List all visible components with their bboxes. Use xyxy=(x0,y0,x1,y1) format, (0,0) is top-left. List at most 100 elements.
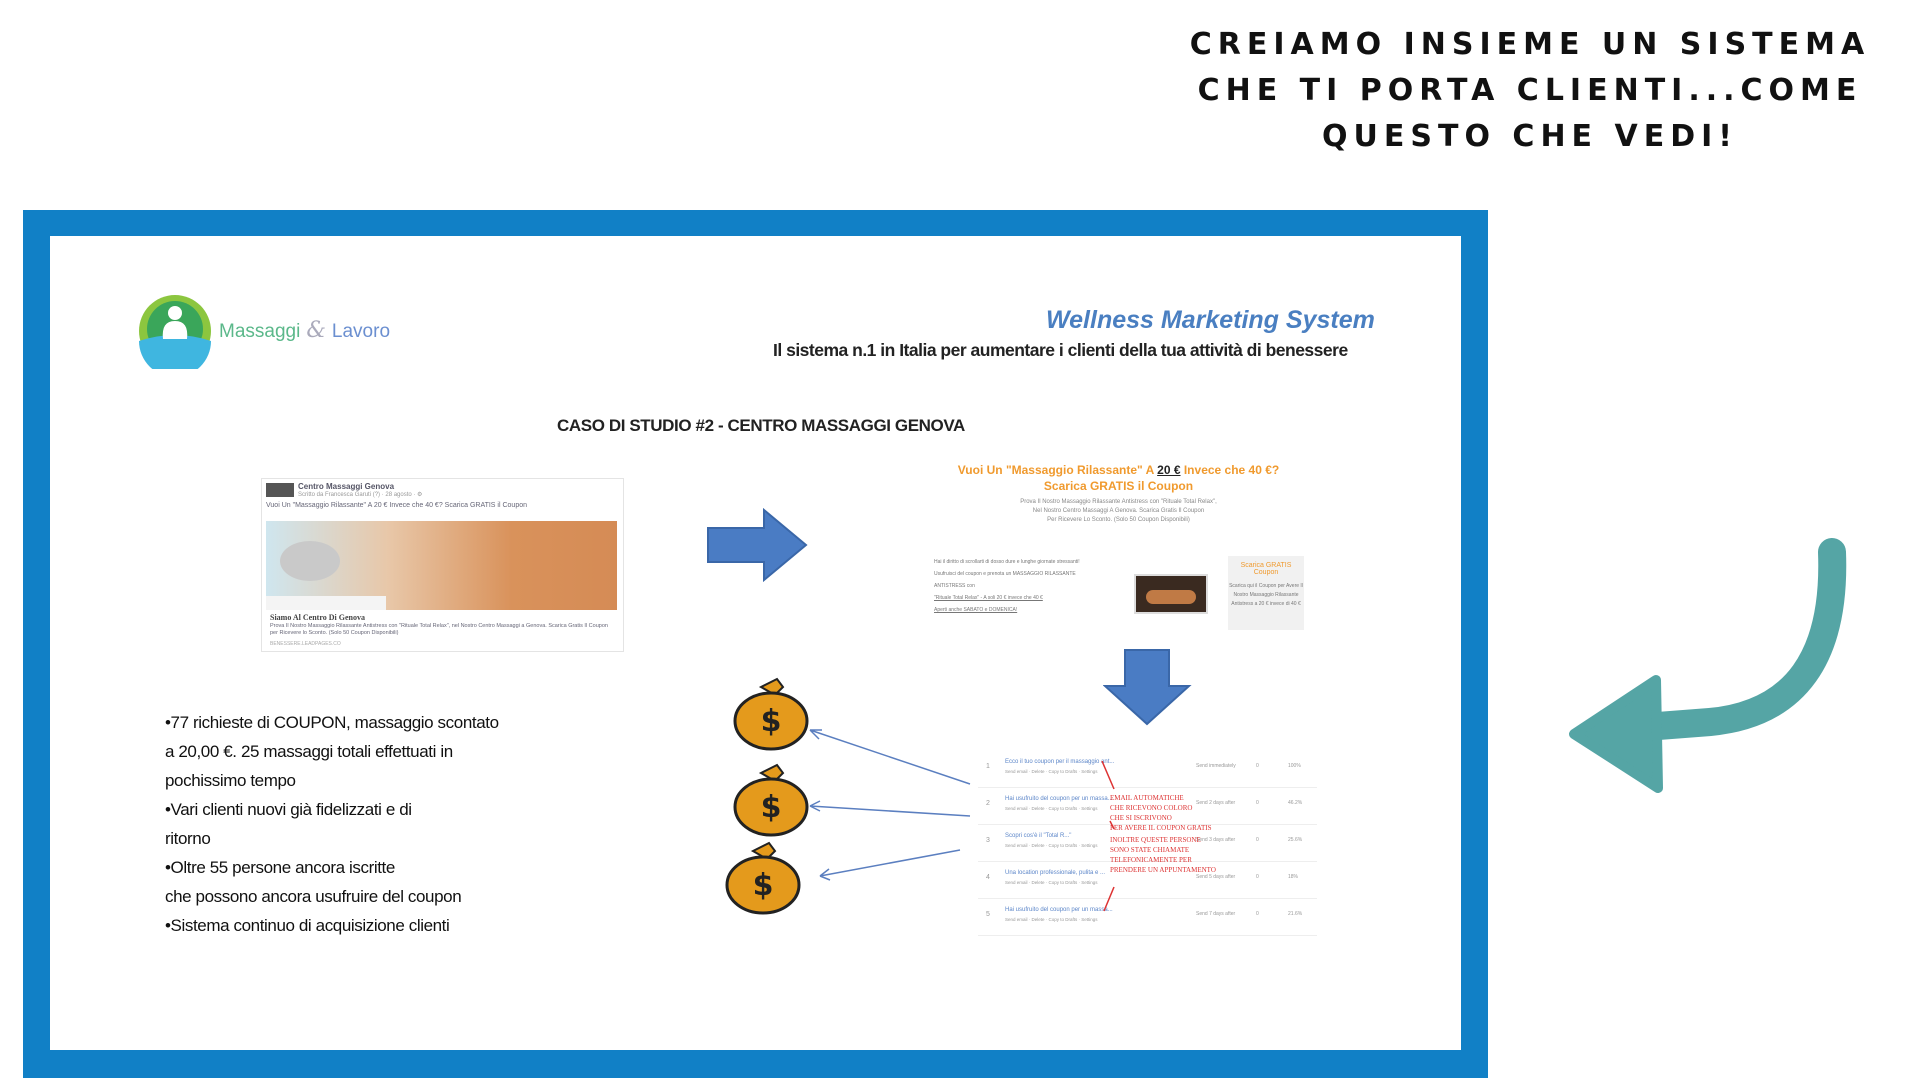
results-line: •Vari clienti nuovi già fidelizzati e di xyxy=(165,800,412,819)
headline-line: CREIAMO INSIEME UN SISTEMA xyxy=(1189,27,1871,62)
down-arrow-icon xyxy=(1103,649,1192,726)
coupon-body-line: Usufruisci del coupon e prenota un MASSA… xyxy=(934,571,1076,577)
money-bag-icon: $ xyxy=(733,763,809,837)
email-row-rate: 100% xyxy=(1288,763,1301,769)
link-description: Prova Il Nostro Massaggio Rilassante Ant… xyxy=(270,623,608,636)
headline-line: CHE TI PORTA CLIENTI...COME xyxy=(1197,73,1863,108)
email-row-number: 2 xyxy=(986,800,990,807)
email-row-title[interactable]: Una location professionale, pulita e ... xyxy=(1005,870,1106,876)
brand-subtitle: Il sistema n.1 in Italia per aumentare i… xyxy=(773,340,1348,360)
results-line: pochissimo tempo xyxy=(165,771,296,790)
coupon-desc-line: Prova Il Nostro Massaggio Rilassante Ant… xyxy=(1020,499,1217,505)
email-row-count: 0 xyxy=(1256,800,1259,806)
annotation-line: CHE RICEVONO COLORO xyxy=(1110,804,1193,812)
money-bag-symbol: $ xyxy=(753,868,774,903)
email-row-rate: 21.6% xyxy=(1288,911,1303,917)
annotation-line: CHE SI ISCRIVONO xyxy=(1110,814,1172,822)
coupon-desc-line: Nel Nostro Centro Massaggi A Genova. Sca… xyxy=(1032,508,1205,514)
coupon-description: Prova Il Nostro Massaggio Rilassante Ant… xyxy=(932,498,1305,525)
email-row-actions: Send email · Delete · Copy to Drafts · S… xyxy=(1005,880,1098,885)
email-row: 3 Scopri cos'è il "Total R..." Send emai… xyxy=(978,825,1317,862)
coupon-download-box: Scarica GRATIS Coupon Scarica qui il Cou… xyxy=(1228,556,1304,630)
post-text: Vuoi Un "Massaggio Rilassante" A 20 € In… xyxy=(266,502,527,509)
email-row-title[interactable]: Hai usufruito del coupon per un massa... xyxy=(1005,907,1113,913)
massaggi-lavoro-logo-icon xyxy=(139,295,211,369)
annotation-line: INOLTRE QUESTE PERSONE xyxy=(1110,836,1201,844)
annotation-line: TELEFONICAMENTE PER xyxy=(1110,856,1192,864)
email-row-actions: Send email · Delete · Copy to Drafts · S… xyxy=(1005,806,1098,811)
email-row-title[interactable]: Scopri cos'è il "Total R..." xyxy=(1005,833,1072,839)
coupon-landing-page: Vuoi Un "Massaggio Rilassante" A 20 € In… xyxy=(932,462,1305,630)
money-bag-icon: $ xyxy=(725,841,801,915)
pointer-arrows xyxy=(809,729,971,881)
email-row-schedule: Send immediately xyxy=(1196,763,1236,769)
headline: CREIAMO INSIEME UN SISTEMA CHE TI PORTA … xyxy=(1140,22,1920,160)
coupon-body-line: Hai il diritto di scrollarti di dosso du… xyxy=(934,559,1080,565)
coupon-title-part: Vuoi Un "Massaggio Rilassante" A xyxy=(957,463,1158,477)
email-row-number: 4 xyxy=(986,874,990,881)
annotation-line: PRENDERE UN APPUNTAMENTO xyxy=(1110,866,1216,874)
email-annotation: EMAIL AUTOMATICHE CHE RICEVONO COLORO CH… xyxy=(1110,793,1216,875)
email-row-rate: 46.2% xyxy=(1288,800,1303,806)
email-row-actions: Send email · Delete · Copy to Drafts · S… xyxy=(1005,843,1098,848)
coupon-photo xyxy=(1134,574,1208,614)
money-bag-symbol: $ xyxy=(761,790,782,825)
money-bag-icon: $ xyxy=(733,677,809,751)
results-line: ritorno xyxy=(165,829,211,848)
email-row-count: 0 xyxy=(1256,837,1259,843)
results-line: •Sistema continuo di acquisizione client… xyxy=(165,916,450,935)
curved-arrow-icon xyxy=(1569,538,1847,793)
email-row-actions: Send email · Delete · Copy to Drafts · S… xyxy=(1005,917,1098,922)
email-row-actions: Send email · Delete · Copy to Drafts · S… xyxy=(1005,769,1098,774)
coupon-body: Hai il diritto di scrollarti di dosso du… xyxy=(934,556,1080,616)
post-meta: Scritto da Francesca Garuti (?) · 28 ago… xyxy=(298,492,423,498)
page-avatar xyxy=(266,483,294,497)
results-list: •77 richieste di COUPON, massaggio scont… xyxy=(165,708,499,940)
coupon-box-text: Scarica qui il Coupon per Avere Il Nostr… xyxy=(1229,583,1303,607)
annotation-line: PER AVERE IL COUPON GRATIS xyxy=(1110,824,1212,832)
red-annotation-arrows xyxy=(1101,760,1115,912)
email-row-schedule: Send 2 days after xyxy=(1196,800,1236,806)
email-row: 2 Hai usufruito del coupon per un massa.… xyxy=(978,788,1317,825)
money-bag-symbol: $ xyxy=(761,704,782,739)
email-row-number: 3 xyxy=(986,837,990,844)
facebook-post: Centro Massaggi Genova Scritto da France… xyxy=(261,478,624,652)
money-bags: $ $ $ xyxy=(725,677,809,915)
email-row: 4 Una location professionale, pulita e .… xyxy=(978,862,1317,899)
email-row-number: 5 xyxy=(986,911,990,918)
results-line: a 20,00 €. 25 massaggi totali effettuati… xyxy=(165,742,453,761)
logo-text: Massaggi&Lavoro xyxy=(219,318,390,343)
case-study-title: CASO DI STUDIO #2 - CENTRO MASSAGGI GENO… xyxy=(557,416,965,435)
coupon-body-line: ANTISTRESS con xyxy=(934,583,975,589)
coupon-body-line: Aperti anche SABATO e DOMENICA! xyxy=(934,607,1018,613)
link-domain: BENESSERE.LEADPAGES.CO xyxy=(270,641,341,647)
annotation-line: EMAIL AUTOMATICHE xyxy=(1110,794,1184,802)
email-autoresponder-table: 1 Ecco il tuo coupon per il massaggio an… xyxy=(978,751,1317,936)
results-line: •Oltre 55 persone ancora iscritte xyxy=(165,858,395,877)
coupon-box-title: Scarica GRATIS Coupon xyxy=(1240,562,1292,576)
email-row-title[interactable]: Ecco il tuo coupon per il massaggio ant.… xyxy=(1005,759,1115,765)
email-row-schedule: Send 5 days after xyxy=(1196,874,1236,880)
results-line: che possono ancora usufruire del coupon xyxy=(165,887,462,906)
massage-photo xyxy=(266,521,617,610)
email-row-schedule: Send 7 days after xyxy=(1196,911,1236,917)
coupon-title-price: 20 € xyxy=(1157,463,1181,477)
coupon-title-line2: Scarica GRATIS il Coupon xyxy=(1043,479,1194,493)
logo-amp: & xyxy=(306,318,326,343)
email-row-title[interactable]: Hai usufruito del coupon per un massa... xyxy=(1005,796,1113,802)
email-row-count: 0 xyxy=(1256,763,1259,769)
coupon-title: Vuoi Un "Massaggio Rilassante" A 20 € In… xyxy=(932,462,1305,494)
link-title: Siamo Al Centro Di Genova xyxy=(270,613,365,622)
post-page-name: Centro Massaggi Genova xyxy=(298,482,395,491)
brand-title: Wellness Marketing System xyxy=(1046,306,1375,334)
email-row-rate: 18% xyxy=(1288,874,1299,880)
results-line: •77 richieste di COUPON, massaggio scont… xyxy=(165,713,499,732)
coupon-title-part: Invece che 40 €? xyxy=(1180,463,1280,477)
email-row-count: 0 xyxy=(1256,874,1259,880)
email-row-count: 0 xyxy=(1256,911,1259,917)
logo-word-1: Massaggi xyxy=(219,321,301,342)
right-arrow-icon xyxy=(707,508,808,582)
headline-line: QUESTO CHE VEDI! xyxy=(1322,119,1738,154)
coupon-desc-line: Per Ricevere Lo Sconto. (Solo 50 Coupon … xyxy=(1047,517,1190,523)
email-row-number: 1 xyxy=(986,763,990,770)
